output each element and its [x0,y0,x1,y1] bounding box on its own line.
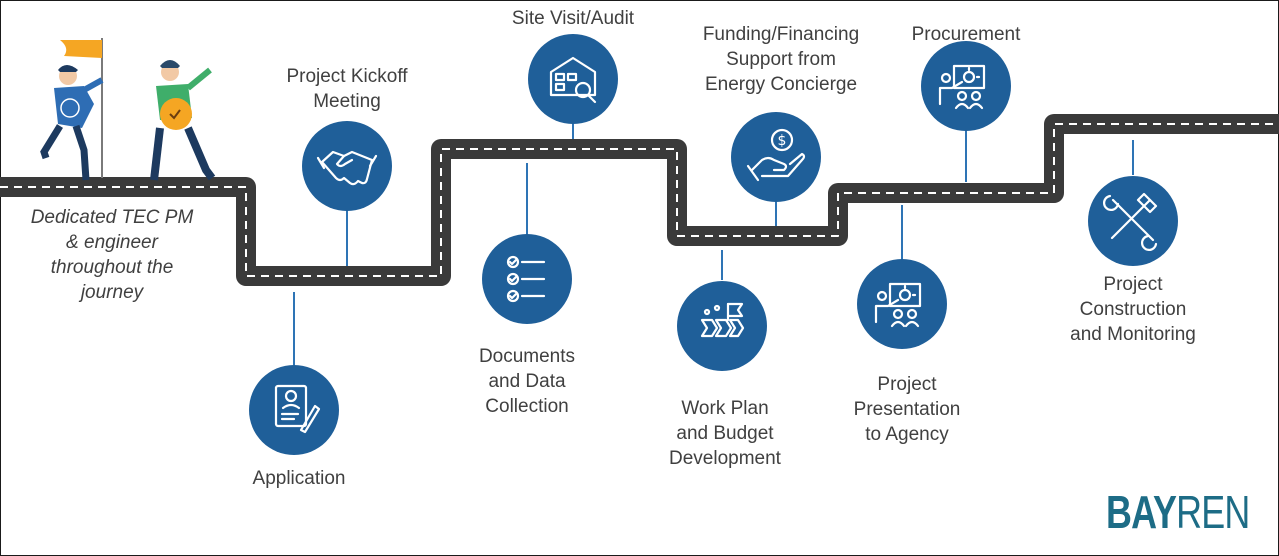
documents-label: Documents and Data Collection [478,346,576,417]
presentation-icon [874,282,922,328]
handshake-icon [316,150,378,186]
connector-lines [293,123,1134,365]
svg-text:$: $ [778,133,787,149]
team-illustration [40,38,216,181]
funding-circle [731,112,821,202]
application-label: Application [252,468,346,489]
building-search-icon [549,56,597,104]
work-plan-circle [677,281,767,371]
construction-label: Project Construction and Monitoring [1070,274,1196,345]
presentation-label: Project Presentation to Agency [853,374,961,445]
dedicated-team-note: Dedicated TEC PM & engineer throughout t… [30,207,194,303]
application-form-icon [274,384,321,434]
checklist-icon [506,255,546,303]
procurement-label: Procurement [911,24,1021,45]
site-visit-label: Site Visit/Audit [511,8,635,29]
funding-label: Funding/Financing Support from Energy Co… [702,24,860,95]
wrench-hammer-icon [1103,192,1158,251]
hand-coin-icon: $ [746,128,806,182]
flag-path-icon [700,302,745,338]
kickoff-label: Project Kickoff Meeting [286,66,408,112]
road [0,114,1279,286]
kickoff-circle [302,121,392,211]
application-circle [249,365,339,455]
procurement-circle [921,41,1011,131]
bayren-logo: BAYREN [1106,486,1250,538]
presentation-circle [857,259,947,349]
presentation-icon [938,64,986,110]
work-plan-label: Work Plan and Budget Development [669,398,781,469]
